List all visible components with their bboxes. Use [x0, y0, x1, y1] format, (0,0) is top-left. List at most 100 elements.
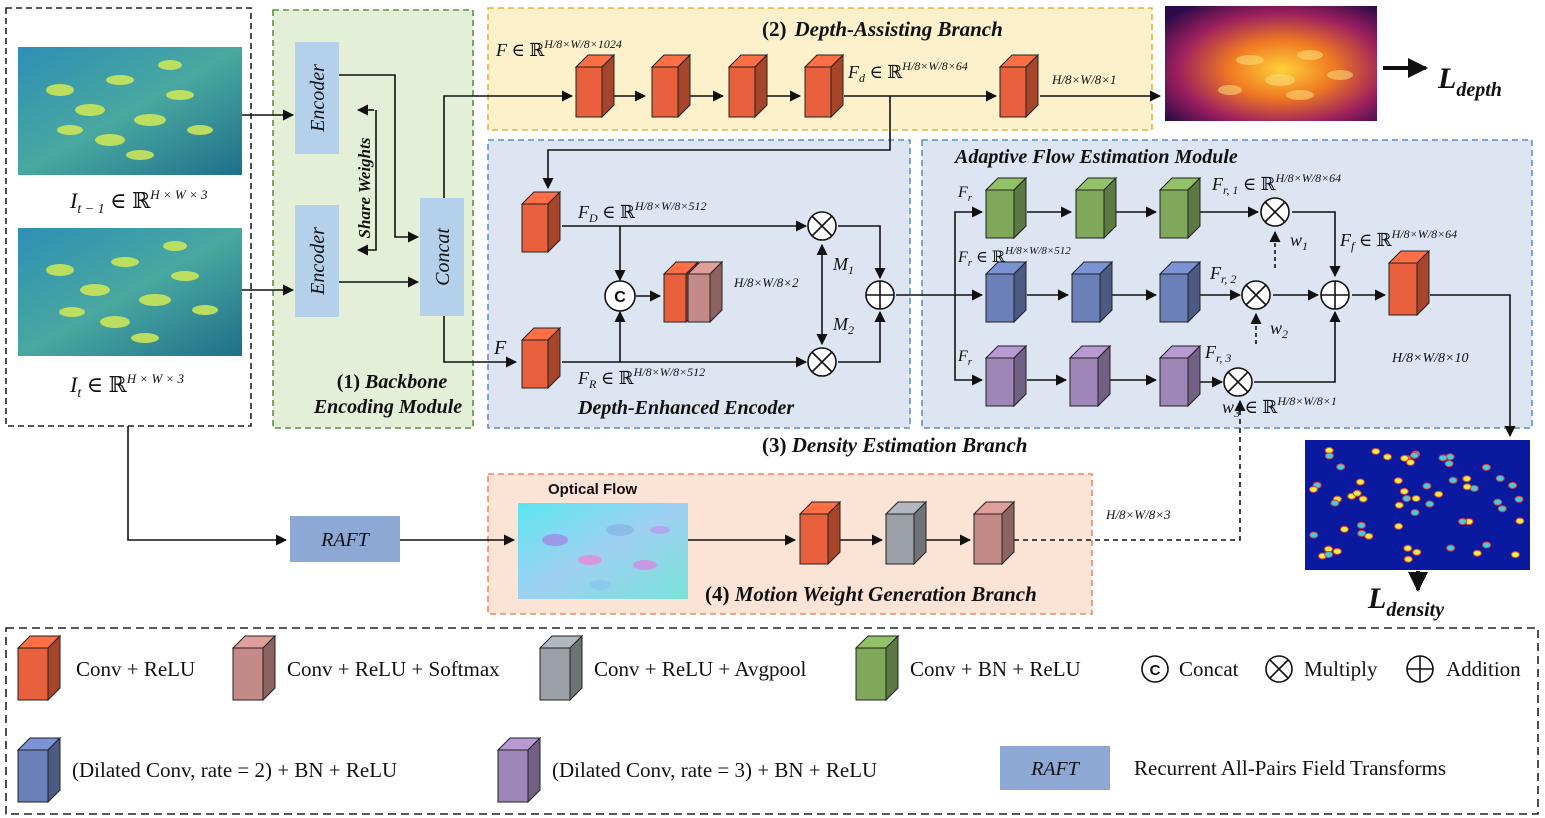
density-dot — [1400, 454, 1410, 462]
density-dot — [1482, 541, 1491, 549]
backbone-title-line2: Encoding Module — [313, 396, 462, 418]
legend-multiply-icon — [1265, 655, 1293, 683]
density-dot — [1309, 531, 1319, 539]
density-dot — [1514, 495, 1524, 503]
m1-label: M1 — [832, 254, 854, 277]
density-loss-label: Ldensity — [1367, 582, 1444, 621]
legend-dilated3-icon — [496, 736, 542, 804]
flow-fr-mid-label: Fr ∈ ℝH/8×W/8×512 — [957, 245, 1071, 269]
density-dot — [1444, 460, 1454, 468]
legend-concat-icon: C — [1141, 655, 1169, 683]
legend-dilated2-icon — [16, 736, 62, 804]
density-dot — [1412, 548, 1422, 556]
density-dot — [1394, 522, 1404, 530]
legend-raft-desc: Recurrent All-Pairs Field Transforms — [1134, 756, 1446, 780]
density-dot — [1438, 454, 1448, 462]
flow-out-dim: H/8×W/8×10 — [1391, 351, 1468, 366]
m2-label: M2 — [832, 314, 854, 337]
depth-f-label: F ∈ ℝH/8×W/8×1024 — [495, 37, 622, 60]
density-dot — [1434, 490, 1444, 498]
legend-conv-bn-relu-icon — [854, 634, 900, 702]
density-dot — [1358, 495, 1368, 503]
multiply-op-w3 — [1223, 367, 1253, 397]
depth-branch-title: (2)Depth-Assisting Branch — [762, 17, 1003, 41]
legend-raft-label: RAFT — [1030, 758, 1081, 780]
depth-loss-label: Ldepth — [1437, 62, 1502, 101]
density-dot — [1399, 487, 1409, 495]
density-dot — [1406, 458, 1415, 466]
density-dot — [1394, 501, 1404, 509]
density-dot — [1422, 482, 1432, 490]
flow-top-2 — [1074, 176, 1118, 240]
frame-prev-image — [18, 47, 242, 175]
flow-fr-top-label: Fr — [957, 184, 973, 204]
share-weights-label: Share Weights — [355, 137, 374, 238]
density-dot — [1410, 451, 1419, 459]
legend-raft-block — [1000, 746, 1110, 790]
concat-op-symbol: C — [614, 289, 626, 306]
density-dot — [1364, 532, 1374, 540]
legend-conv-relu-avgpool-icon — [538, 634, 584, 702]
density-dot — [1336, 463, 1346, 471]
density-dot — [1356, 521, 1366, 529]
optical-flow-image — [518, 503, 688, 599]
flow-fr3-label: Fr, 3 — [1204, 342, 1231, 365]
depth-assisting-branch: (2)Depth-Assisting Branch F ∈ ℝH/8×W/8×1… — [487, 6, 1502, 131]
legend-concat: Concat — [1179, 657, 1239, 681]
backbone-title: (1) Backbone — [337, 371, 448, 393]
density-dot — [1481, 463, 1491, 471]
flow-module-title: Adaptive Flow Estimation Module — [953, 146, 1238, 168]
flow-bot-2 — [1068, 344, 1112, 408]
mask-dim-label: H/8×W/8×2 — [733, 275, 799, 290]
w3-label: w3 ∈ ℝH/8×W/8×1 — [1222, 394, 1337, 420]
mask-softmax-block — [686, 260, 724, 324]
frame-cur-image — [18, 228, 242, 356]
multiply-op-m1 — [807, 211, 837, 241]
motion-weight-branch: RAFT Optical Flow (4) Motion Weight Gene… — [290, 473, 1171, 615]
encoder-fR-block — [520, 326, 562, 390]
density-dot — [1355, 478, 1365, 486]
depth-conv-3 — [727, 53, 769, 119]
density-dot — [1330, 499, 1340, 507]
density-dot — [1324, 551, 1334, 558]
density-dot — [1446, 544, 1456, 552]
encoder-1-label: Encoder — [307, 64, 329, 133]
density-dot — [1332, 547, 1342, 555]
density-dot — [1339, 525, 1349, 533]
multiply-op-w1 — [1260, 197, 1290, 227]
concat-block — [420, 198, 464, 316]
density-dot — [1411, 495, 1421, 502]
flow-fr1-label: Fr, 1 ∈ ℝH/8×W/8×64 — [1211, 171, 1341, 197]
legend-dilated2: (Dilated Conv, rate = 2) + BN + ReLU — [72, 758, 397, 782]
flow-top-3 — [1158, 176, 1202, 240]
flow-mid-3 — [1158, 260, 1202, 324]
density-dot — [1510, 551, 1520, 559]
motion-conv — [798, 500, 842, 566]
frame-prev-label: It − 1 ∈ ℝH × W × 3 — [69, 187, 208, 217]
density-dot — [1403, 555, 1413, 563]
encoder-fR-label: FR ∈ ℝH/8×W/8×512 — [577, 365, 705, 391]
motion-branch-title: (4) Motion Weight Generation Branch — [705, 582, 1037, 606]
density-dot — [1371, 447, 1381, 455]
operators — [604, 197, 1350, 397]
frame-cur-label: It ∈ ℝH × W × 3 — [69, 371, 185, 401]
input-frames-group: It − 1 ∈ ℝH × W × 3 It ∈ ℝH × W × 3 — [5, 7, 252, 427]
flow-bot-3 — [1158, 344, 1202, 408]
encoder-block-1 — [295, 42, 339, 154]
depth-map-image — [1165, 6, 1377, 121]
density-dot — [1410, 509, 1420, 516]
w2-label: w2 — [1270, 318, 1288, 341]
legend-conv-bn-relu: Conv + BN + ReLU — [910, 657, 1081, 681]
raft-label: RAFT — [320, 529, 371, 551]
density-dot — [1324, 452, 1334, 460]
flow-fr2-label: Fr, 2 — [1209, 263, 1236, 286]
depth-enhanced-encoder-title: Depth-Enhanced Encoder — [577, 397, 794, 419]
flow-out-block — [1387, 249, 1431, 317]
flow-bot-1 — [984, 344, 1028, 408]
motion-softmax — [972, 500, 1016, 566]
legend: Conv + ReLU Conv + ReLU + Softmax Conv +… — [5, 627, 1539, 815]
depth-conv-1 — [574, 53, 616, 119]
legend-conv-relu-icon — [16, 634, 62, 702]
density-dot — [1425, 500, 1435, 508]
